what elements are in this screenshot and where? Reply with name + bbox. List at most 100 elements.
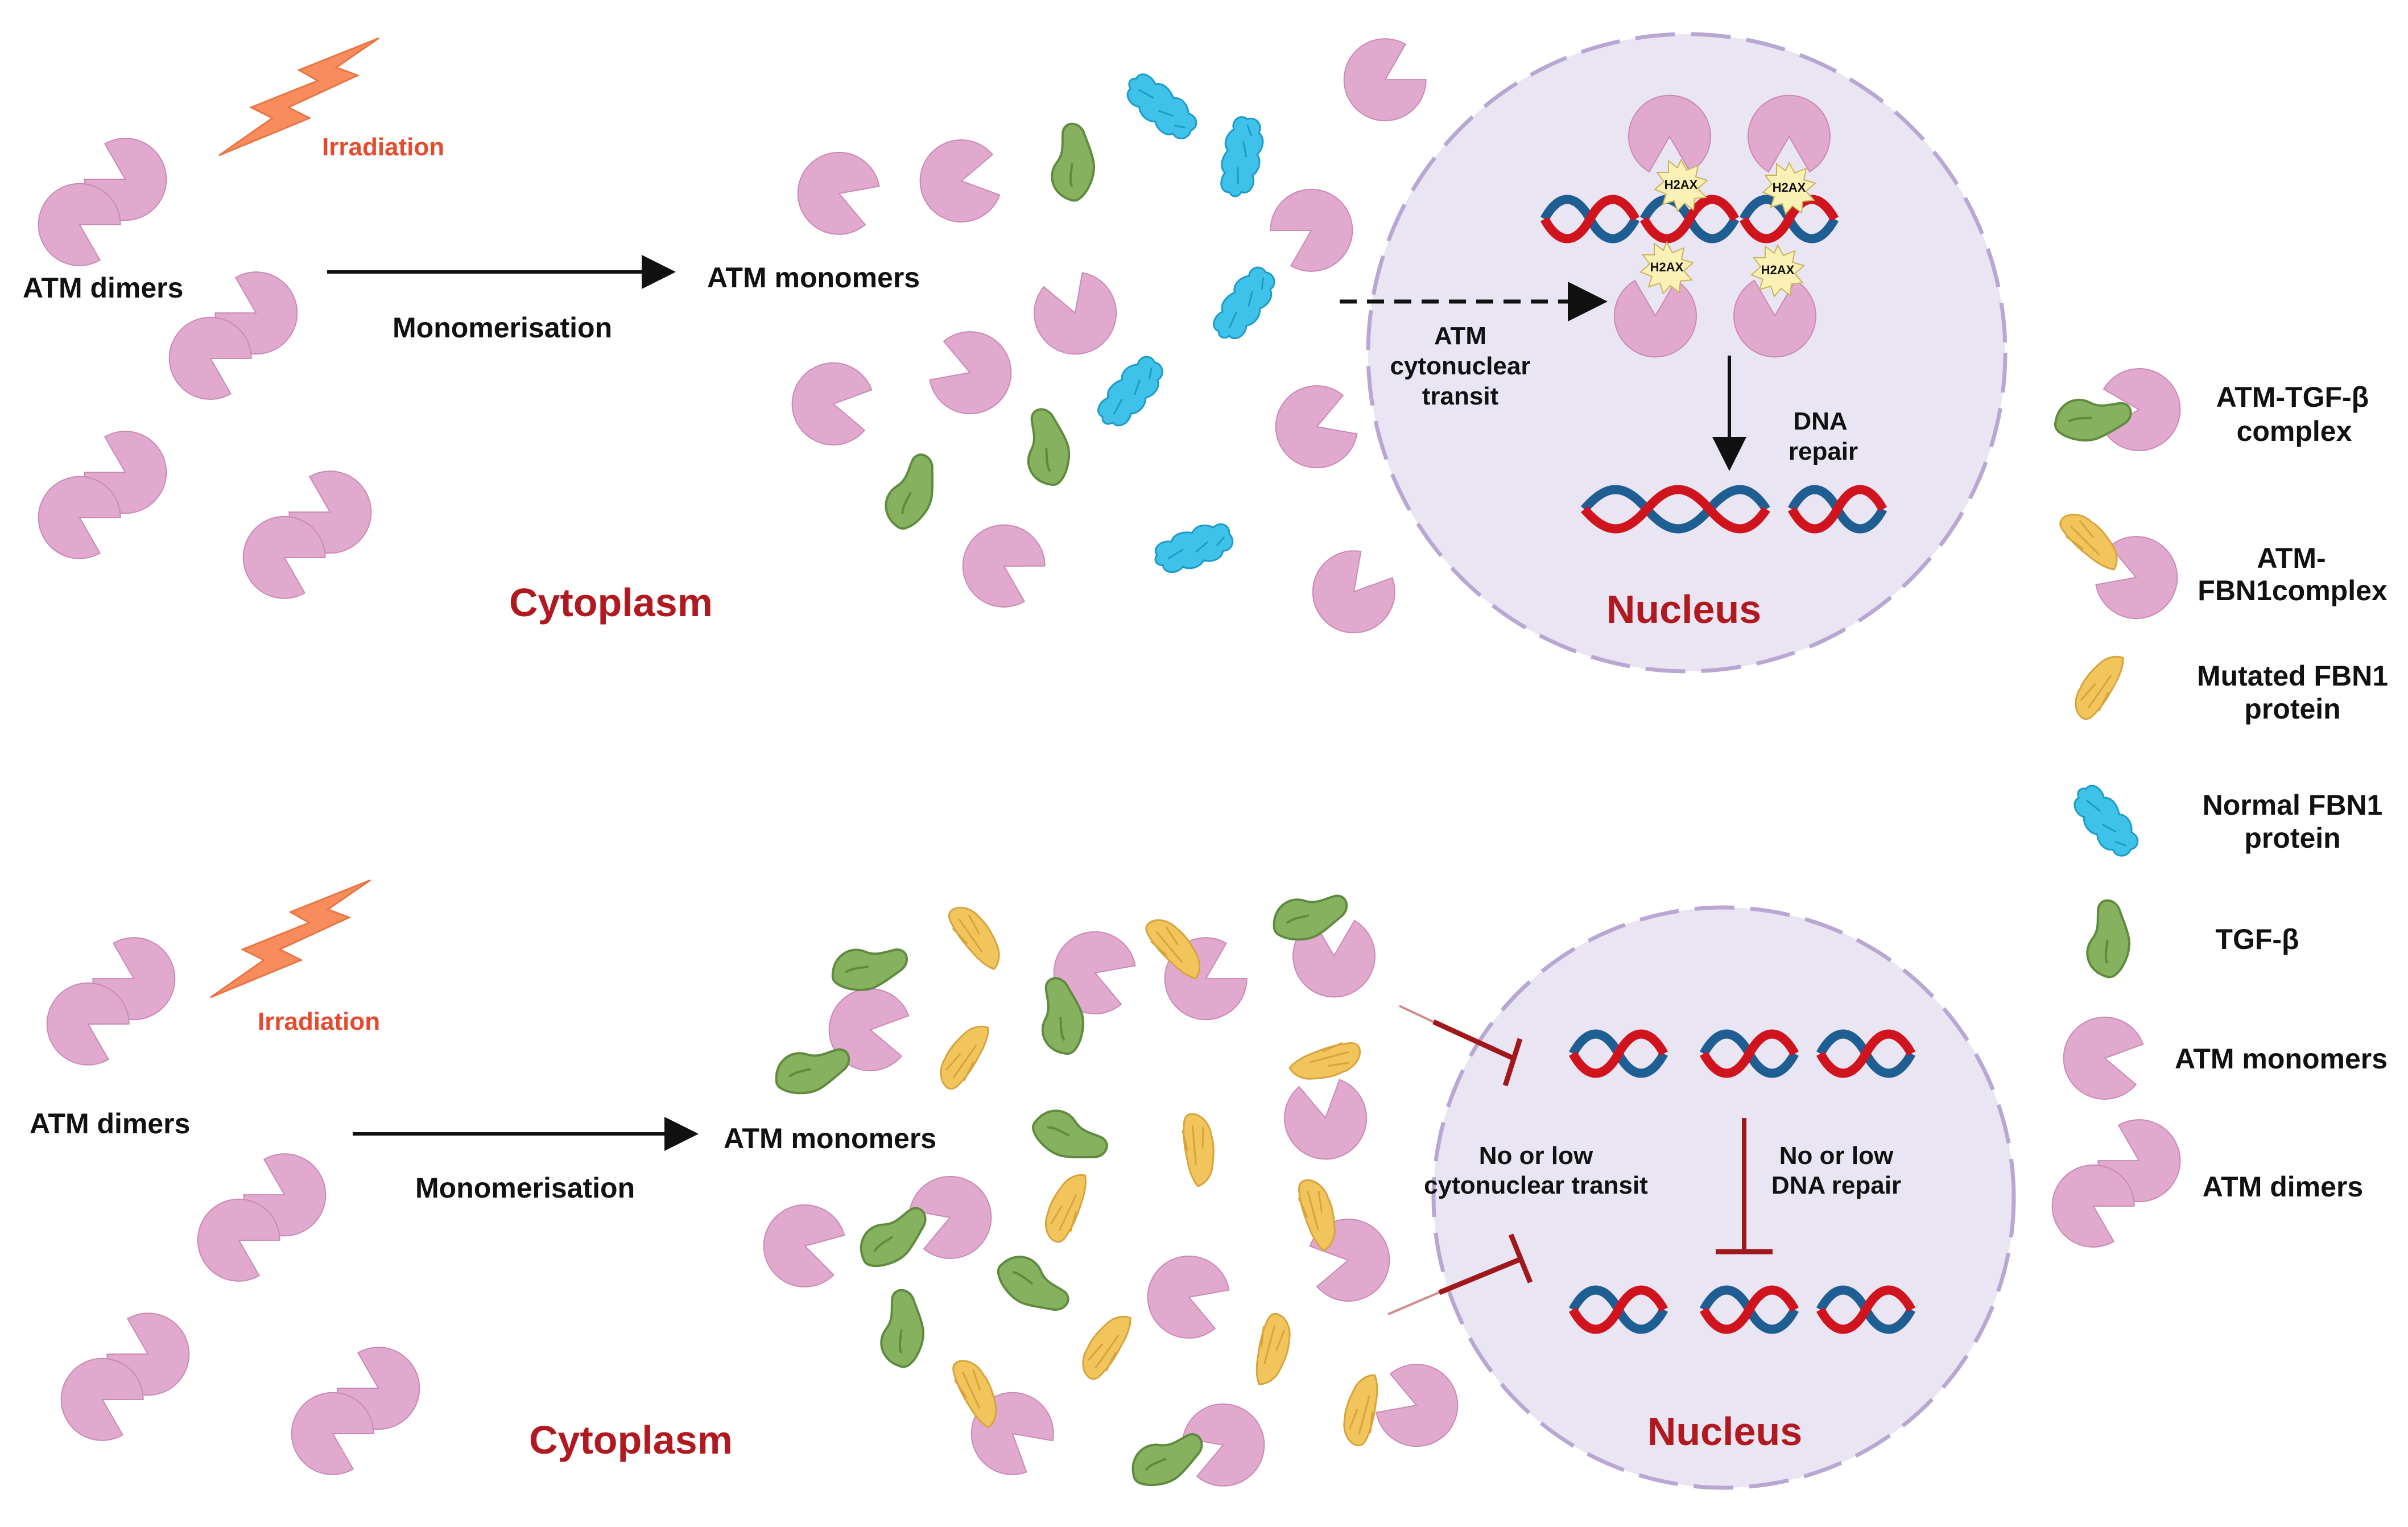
legend-label-line1: Normal FBN1 [2203,789,2383,821]
bottom-panel: Irradiation ATM dimers Monomerisation AT… [30,879,2016,1496]
atm-monomer-icon [785,356,876,451]
legend-label-line2: FBN1complex [2198,575,2388,606]
legend-item-atm-dimers: ATM dimers [2037,1107,2363,1260]
cytoplasm-molecules [785,26,1437,650]
legend-item-atm-monomers: ATM monomers [2056,1010,2388,1105]
mutated-fbn1-protein-icon [1287,1020,1365,1099]
atm-monomer-icon [1259,174,1368,284]
legend-label-line1: ATM- [2257,542,2326,574]
no-transit-label-line2: cytonuclear transit [1424,1171,1648,1199]
tgf-beta-icon [1270,884,1350,949]
atm-monomer-icon [1328,26,1437,137]
tgf-beta-icon [1026,1093,1112,1181]
atm-dimer-icon [228,458,387,612]
atm-monomer-icon [947,509,1056,620]
atm-monomer-icon [1295,538,1409,650]
legend-label: ATM dimers [2203,1171,2363,1203]
irradiation-label: Irradiation [258,1008,380,1035]
monomerisation-label: Monomerisation [415,1172,635,1204]
irradiation-bolt-icon [209,879,371,998]
tgf-beta-icon [992,1241,1073,1330]
dna-repair-label-line1: DNA [1793,407,1847,435]
legend-label-line2: protein [2244,822,2340,854]
legend-label-line2: protein [2244,693,2340,725]
legend-label: ATM monomers [2175,1043,2388,1075]
legend-label: TGF-β [2215,923,2299,955]
atm-monomer-icon [786,140,887,245]
svg-text:H2AX: H2AX [1664,178,1698,192]
tgf-beta-icon [1033,119,1114,207]
atm-dimer-icon [31,925,191,1078]
nucleus-label: Nucleus [1647,1409,1802,1454]
normal-fbn1-protein-icon [1215,114,1268,201]
atm-dimer-icon [276,1334,435,1488]
svg-text:H2AX: H2AX [1773,180,1806,195]
no-repair-label-line2: DNA repair [1771,1171,1901,1199]
cytoplasm-molecules [754,884,1470,1496]
tgf-beta-icon [2068,895,2149,983]
legend-item-atm-fbn1-complex: ATM- FBN1complex [2059,513,2388,631]
no-repair-inhibition [1716,1118,1773,1254]
h2ax-marker: H2AX [1640,242,1694,294]
cytoplasm-label: Cytoplasm [529,1418,733,1462]
legend-item-atm-tgf-beta-complex: ATM-TGF-β complex [2050,368,2369,456]
mutated-fbn1-protein-icon [2059,513,2118,571]
atm-monomer-icon [754,1195,850,1295]
transit-label-line2: cytonuclear [1390,352,1531,380]
atm-monomer-icon [1024,265,1129,366]
no-transit-inhibition-lower [1387,1233,1533,1315]
no-transit-label-line1: No or low [1479,1142,1593,1170]
transit-label-line1: ATM [1434,322,1486,350]
nucleus-membrane [1366,32,2008,674]
atm-monomer-icon [922,321,1023,426]
atm-dimers-label: ATM dimers [30,1108,190,1140]
irradiation-label: Irradiation [322,133,444,161]
tgf-beta-icon [773,1038,852,1103]
normal-fbn1-protein-icon [2064,777,2146,864]
mutated-fbn1-protein-icon [932,1024,999,1091]
legend-label-line2: complex [2237,415,2352,447]
atm-dimer-icon [23,418,182,572]
monomerisation-label: Monomerisation [393,312,612,344]
nucleus-label: Nucleus [1606,587,1761,632]
svg-text:H2AX: H2AX [1761,263,1795,277]
tgf-beta-icon [868,449,956,535]
legend-item-normal-fbn1-protein: Normal FBN1 protein [2064,777,2383,864]
transit-label-line3: transit [1422,382,1499,410]
no-transit-inhibition-upper [1399,1005,1523,1087]
normal-fbn1-protein-icon [1149,516,1238,580]
top-panel: Irradiation ATM dimers Monomerisation AT… [23,26,2008,674]
normal-fbn1-protein-icon [1205,260,1283,349]
tgf-beta-icon [1011,405,1085,490]
atm-monomer-icon [1278,1075,1374,1166]
atm-monomers-label: ATM monomers [724,1122,936,1154]
nucleus: H2AX H2AX H2AX H2AX DNA repair Nucleus [1366,32,2008,674]
mutated-fbn1-protein-icon [1075,1314,1141,1381]
atm-monomer-icon [1263,375,1365,480]
mutated-fbn1-protein-icon [1031,1171,1105,1246]
mutated-fbn1-protein-icon [1155,1108,1237,1189]
atm-monomer-icon [1135,1244,1237,1348]
normal-fbn1-protein-icon [1117,65,1204,147]
atm-dimers-label: ATM dimers [23,272,183,304]
normal-fbn1-protein-icon [1089,349,1171,436]
legend-label-line1: ATM-TGF-β [2216,381,2369,413]
atm-monomer-icon [2056,1010,2147,1105]
svg-text:H2AX: H2AX [1650,260,1684,274]
tgf-beta-icon [862,1285,943,1373]
cytoplasm-label: Cytoplasm [509,580,713,625]
h2ax-marker: H2AX [1762,162,1816,214]
atm-dimer-icon [182,1141,341,1294]
mutated-fbn1-protein-icon [1231,1309,1309,1388]
atm-dimer-icon [2037,1107,2196,1260]
dna-repair-label-line2: repair [1789,438,1858,465]
legend-label-line1: Mutated FBN1 [2197,660,2388,692]
nucleus: No or low DNA repair Nucleus [1431,905,2016,1490]
mutated-fbn1-protein-icon [2067,654,2134,721]
tgf-beta-icon [854,1205,934,1270]
atm-monomer-icon [1369,1354,1470,1459]
h2ax-marker: H2AX [1654,159,1708,212]
atm-monomers-label: ATM monomers [707,262,920,294]
mutated-fbn1-protein-icon [940,905,1007,971]
